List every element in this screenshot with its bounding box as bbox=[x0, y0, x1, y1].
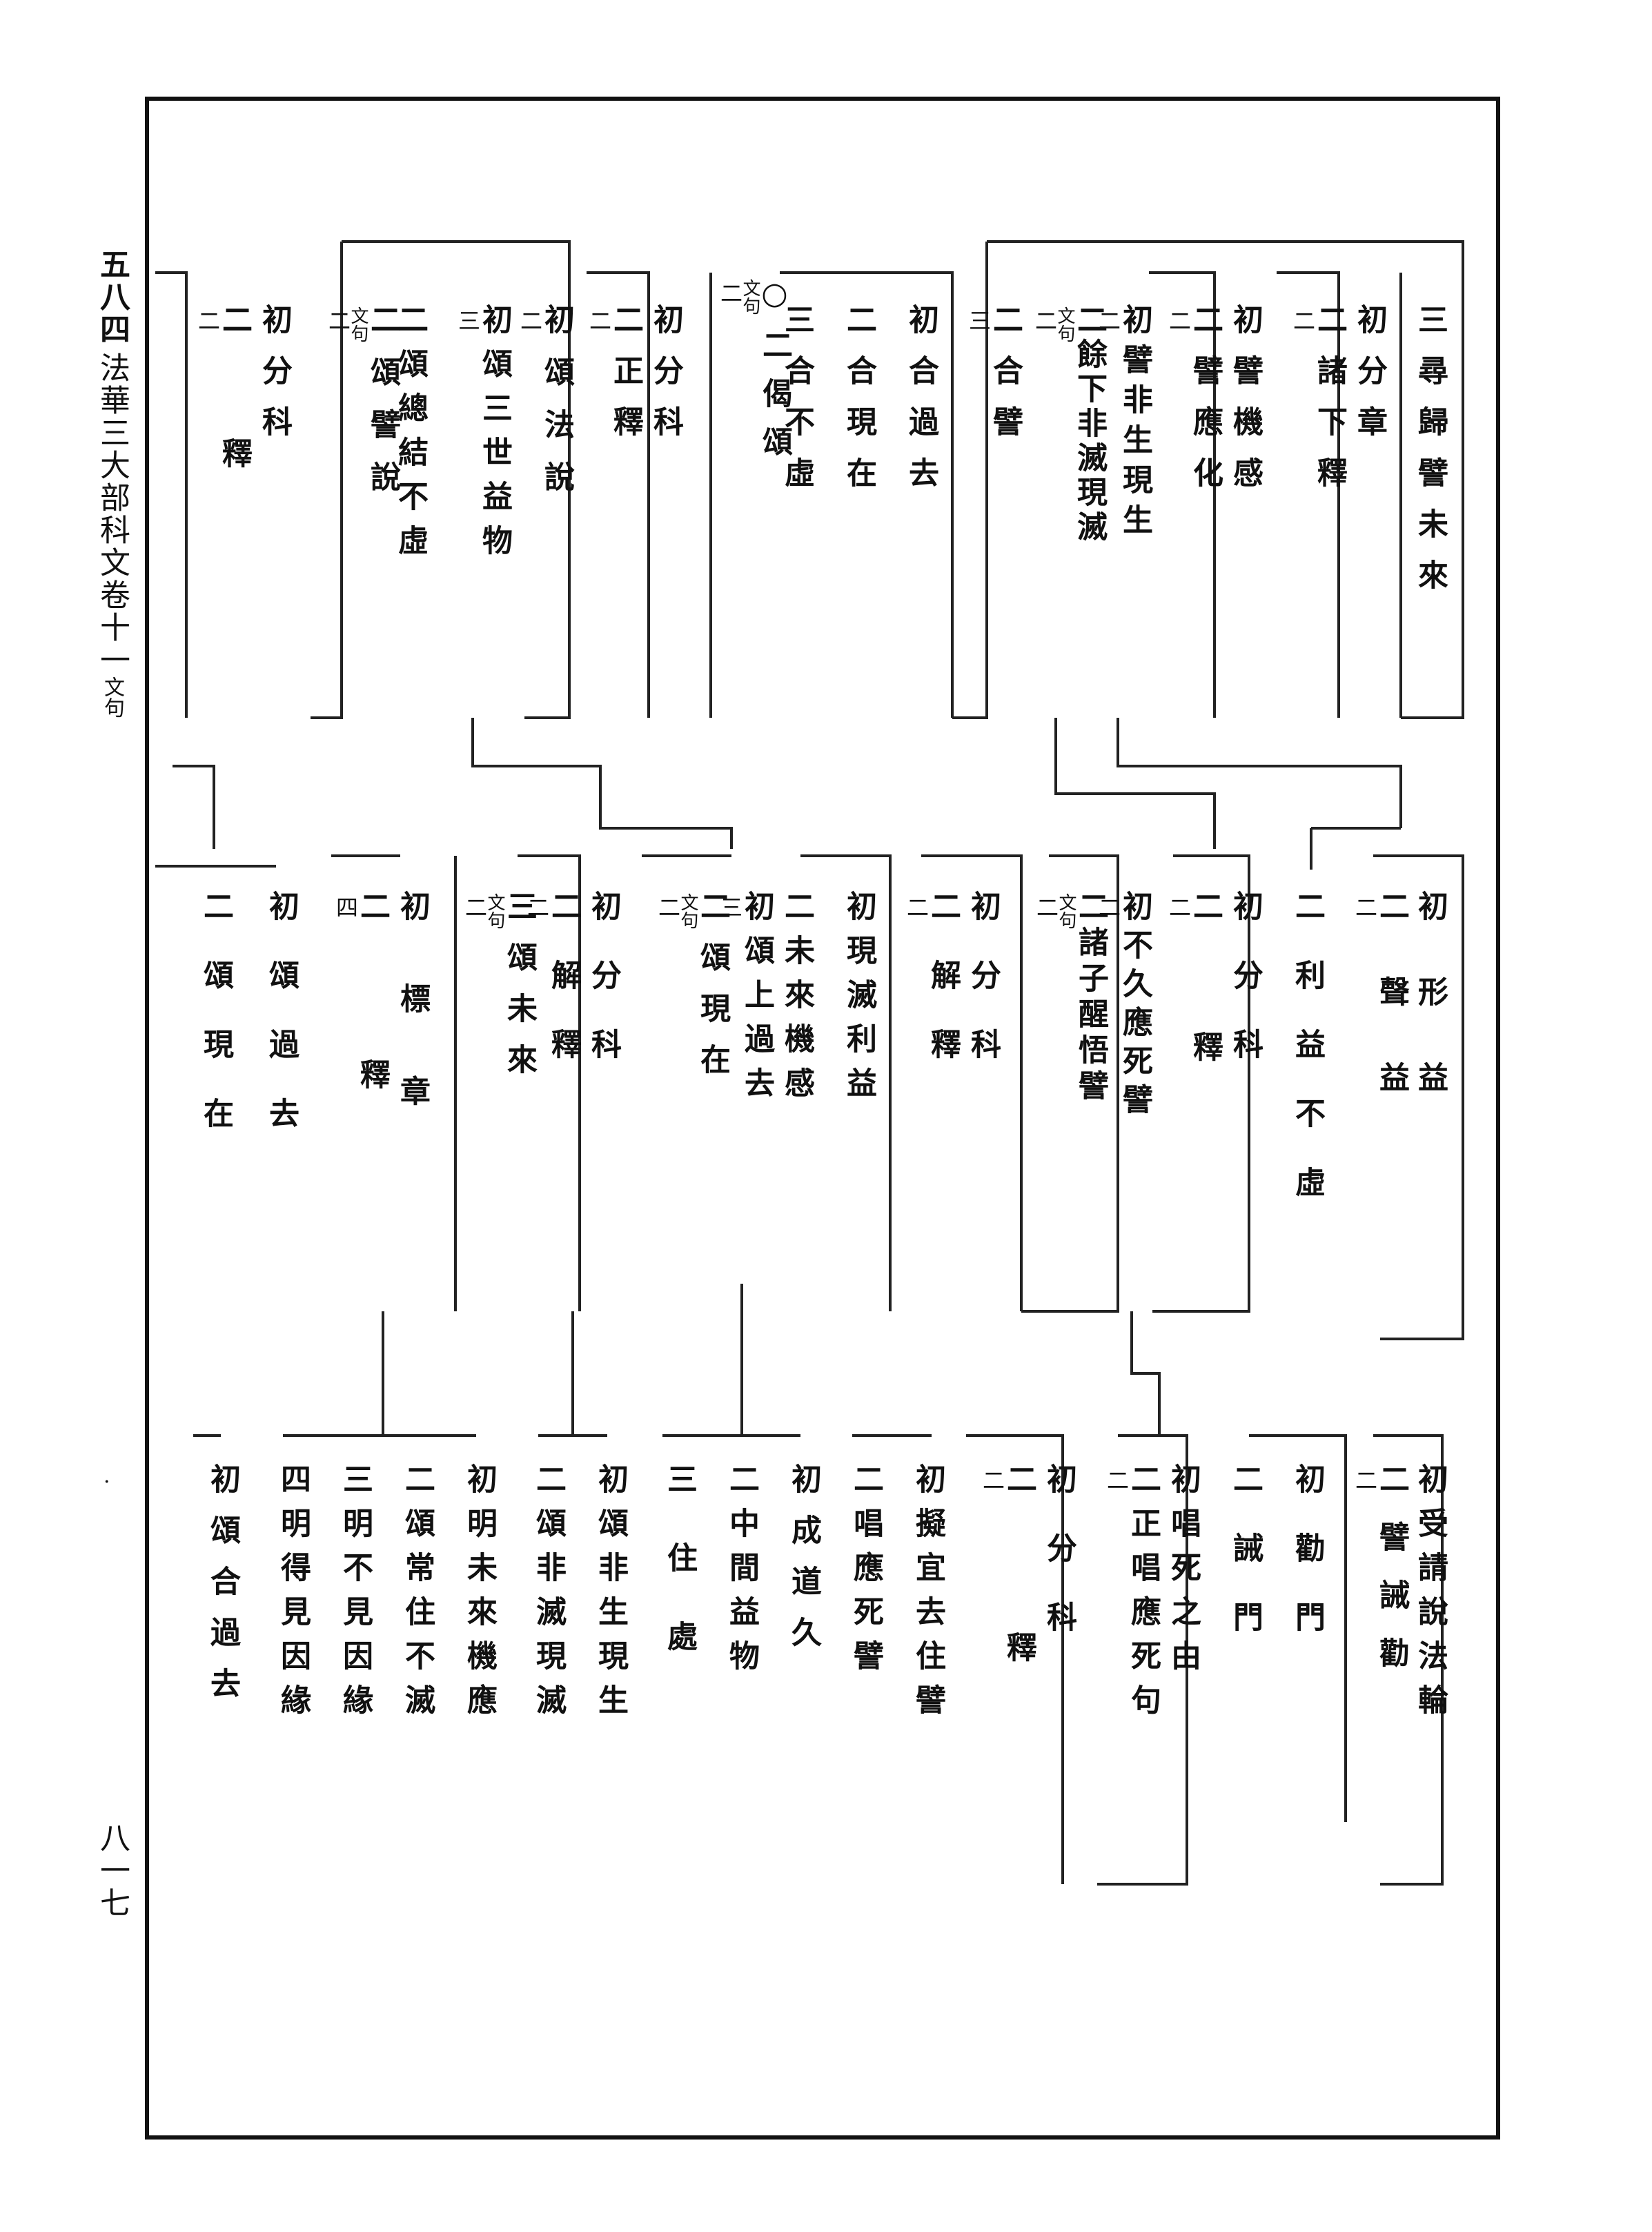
row3-entry-1: 初受請說法輪 bbox=[1413, 1463, 1448, 1728]
row3-entry-14: 初頌非生現生 bbox=[593, 1463, 628, 1728]
row3-entry-10: 二唱應死譬 bbox=[848, 1463, 883, 1684]
row3-entry-15: 二頌非滅現滅 bbox=[531, 1463, 566, 1728]
row1-entry-5: 二譬應化二 bbox=[1166, 304, 1223, 508]
row1-entry-6: 初譬非生現生二 bbox=[1095, 304, 1152, 544]
row1-entry-3: 二諸下釋二 bbox=[1290, 304, 1347, 508]
row2-entry-15: 二解釋二 bbox=[524, 890, 581, 1097]
row2-entry-20: 二頌現在 bbox=[198, 890, 233, 1166]
row3-entry-3: 初勸門 bbox=[1290, 1463, 1325, 1670]
row2-entry-14: 初分科 bbox=[586, 890, 621, 1097]
row2-entry-18: 二釋四 bbox=[333, 890, 390, 1227]
row3-entry-20: 初頌合過去 bbox=[205, 1463, 240, 1719]
row3-entry-7: 初分科 bbox=[1041, 1463, 1076, 1670]
row2-entry-11: 二未來機感 bbox=[779, 890, 814, 1111]
row1-entry-17: 二頌總結不虛 bbox=[393, 304, 428, 569]
row2-entry-3: 二利益不虛 bbox=[1290, 890, 1325, 1235]
row1-entry-9: 初合過去 bbox=[903, 304, 938, 508]
book-title: 法華三大部科文卷十一 bbox=[95, 352, 130, 676]
margin-dot-mark: · bbox=[104, 1470, 110, 1494]
row3-entry-8: 二釋二 bbox=[979, 1463, 1036, 1800]
row1-entry-16: 初頌三世益物三 bbox=[455, 304, 512, 569]
row3-entry-11: 初成道久 bbox=[786, 1463, 821, 1667]
margin-book-title: 法華三大部科文卷十一文句 bbox=[95, 352, 130, 718]
book-title-sub: 文句 bbox=[100, 676, 124, 718]
row3-entry-6: 二正唱應死句二 bbox=[1103, 1463, 1161, 1728]
row1-entry-10: 二合現在 bbox=[841, 304, 876, 508]
row2-entry-13: 二頌現在文句二 bbox=[655, 890, 730, 1095]
row2-entry-6: 初不久應死譬二 bbox=[1095, 890, 1152, 1122]
row1-entry-12: ○二偈頌文句二 bbox=[717, 276, 792, 474]
row1-entry-8: 二合譬三 bbox=[965, 304, 1023, 457]
row3-entry-13: 三住處 bbox=[662, 1463, 697, 1699]
row1-entry-11: 三合不虛 bbox=[779, 304, 814, 508]
row2-entry-7: 二諸子醒悟譬文句二 bbox=[1033, 890, 1108, 1106]
volume-number: 五八四 bbox=[95, 248, 130, 346]
row2-entry-16: 三頌未來文句二 bbox=[462, 890, 537, 1095]
row2-entry-17: 初標章 bbox=[395, 890, 430, 1168]
row1-entry-15: 初頌法說二 bbox=[517, 304, 574, 513]
row1-entry-18: 二頌譬說文句二 bbox=[325, 304, 400, 513]
page-number: 八一七 bbox=[95, 1822, 130, 1919]
row3-entry-17: 二頌常住不滅 bbox=[400, 1463, 435, 1728]
row2-entry-9: 二解釋二 bbox=[903, 890, 961, 1097]
row2-entry-5: 二釋二 bbox=[1166, 890, 1223, 1172]
row3-entry-18: 三明不見因緣 bbox=[337, 1463, 373, 1728]
row3-entry-16: 初明未來機應 bbox=[462, 1463, 497, 1728]
row1-entry-7: 二餘下非滅現滅文句二 bbox=[1032, 304, 1107, 545]
margin-volume-title: 五八四 bbox=[95, 248, 130, 346]
margin-page-number: 八一七 bbox=[95, 1822, 130, 1919]
row2-entry-2: 二聲益二 bbox=[1352, 890, 1409, 1147]
row1-entry-13: 初分科 bbox=[648, 304, 683, 457]
row2-entry-4: 初分科 bbox=[1228, 890, 1263, 1097]
row2-entry-1: 初形益 bbox=[1413, 890, 1448, 1147]
row1-entry-2: 初分章 bbox=[1352, 304, 1387, 457]
page-frame bbox=[145, 97, 1500, 2140]
row2-entry-12: 初頌上過去三 bbox=[717, 890, 774, 1111]
row2-entry-10: 初現滅利益 bbox=[841, 890, 876, 1111]
row3-entry-2: 二譬誡勸二 bbox=[1352, 1463, 1409, 1695]
row1-entry-4: 初譬機感 bbox=[1228, 304, 1263, 508]
row2-entry-19: 初頌過去 bbox=[264, 890, 299, 1166]
row3-entry-12: 二中間益物 bbox=[724, 1463, 759, 1684]
row2-entry-8: 初分科 bbox=[965, 890, 1001, 1097]
row3-entry-9: 初擬宜去住譬 bbox=[910, 1463, 945, 1728]
row1-entry-14: 二正釋二 bbox=[586, 304, 643, 457]
row1-entry-1: 三尋歸譬未來 bbox=[1413, 304, 1448, 610]
row1-entry-20: 二釋二 bbox=[195, 304, 252, 571]
row1-entry-19: 初分科 bbox=[257, 304, 292, 457]
row3-entry-19: 四明得見因緣 bbox=[275, 1463, 311, 1728]
row3-entry-4: 二誡門 bbox=[1228, 1463, 1263, 1670]
row3-entry-5: 初唱死之由 bbox=[1166, 1463, 1201, 1684]
